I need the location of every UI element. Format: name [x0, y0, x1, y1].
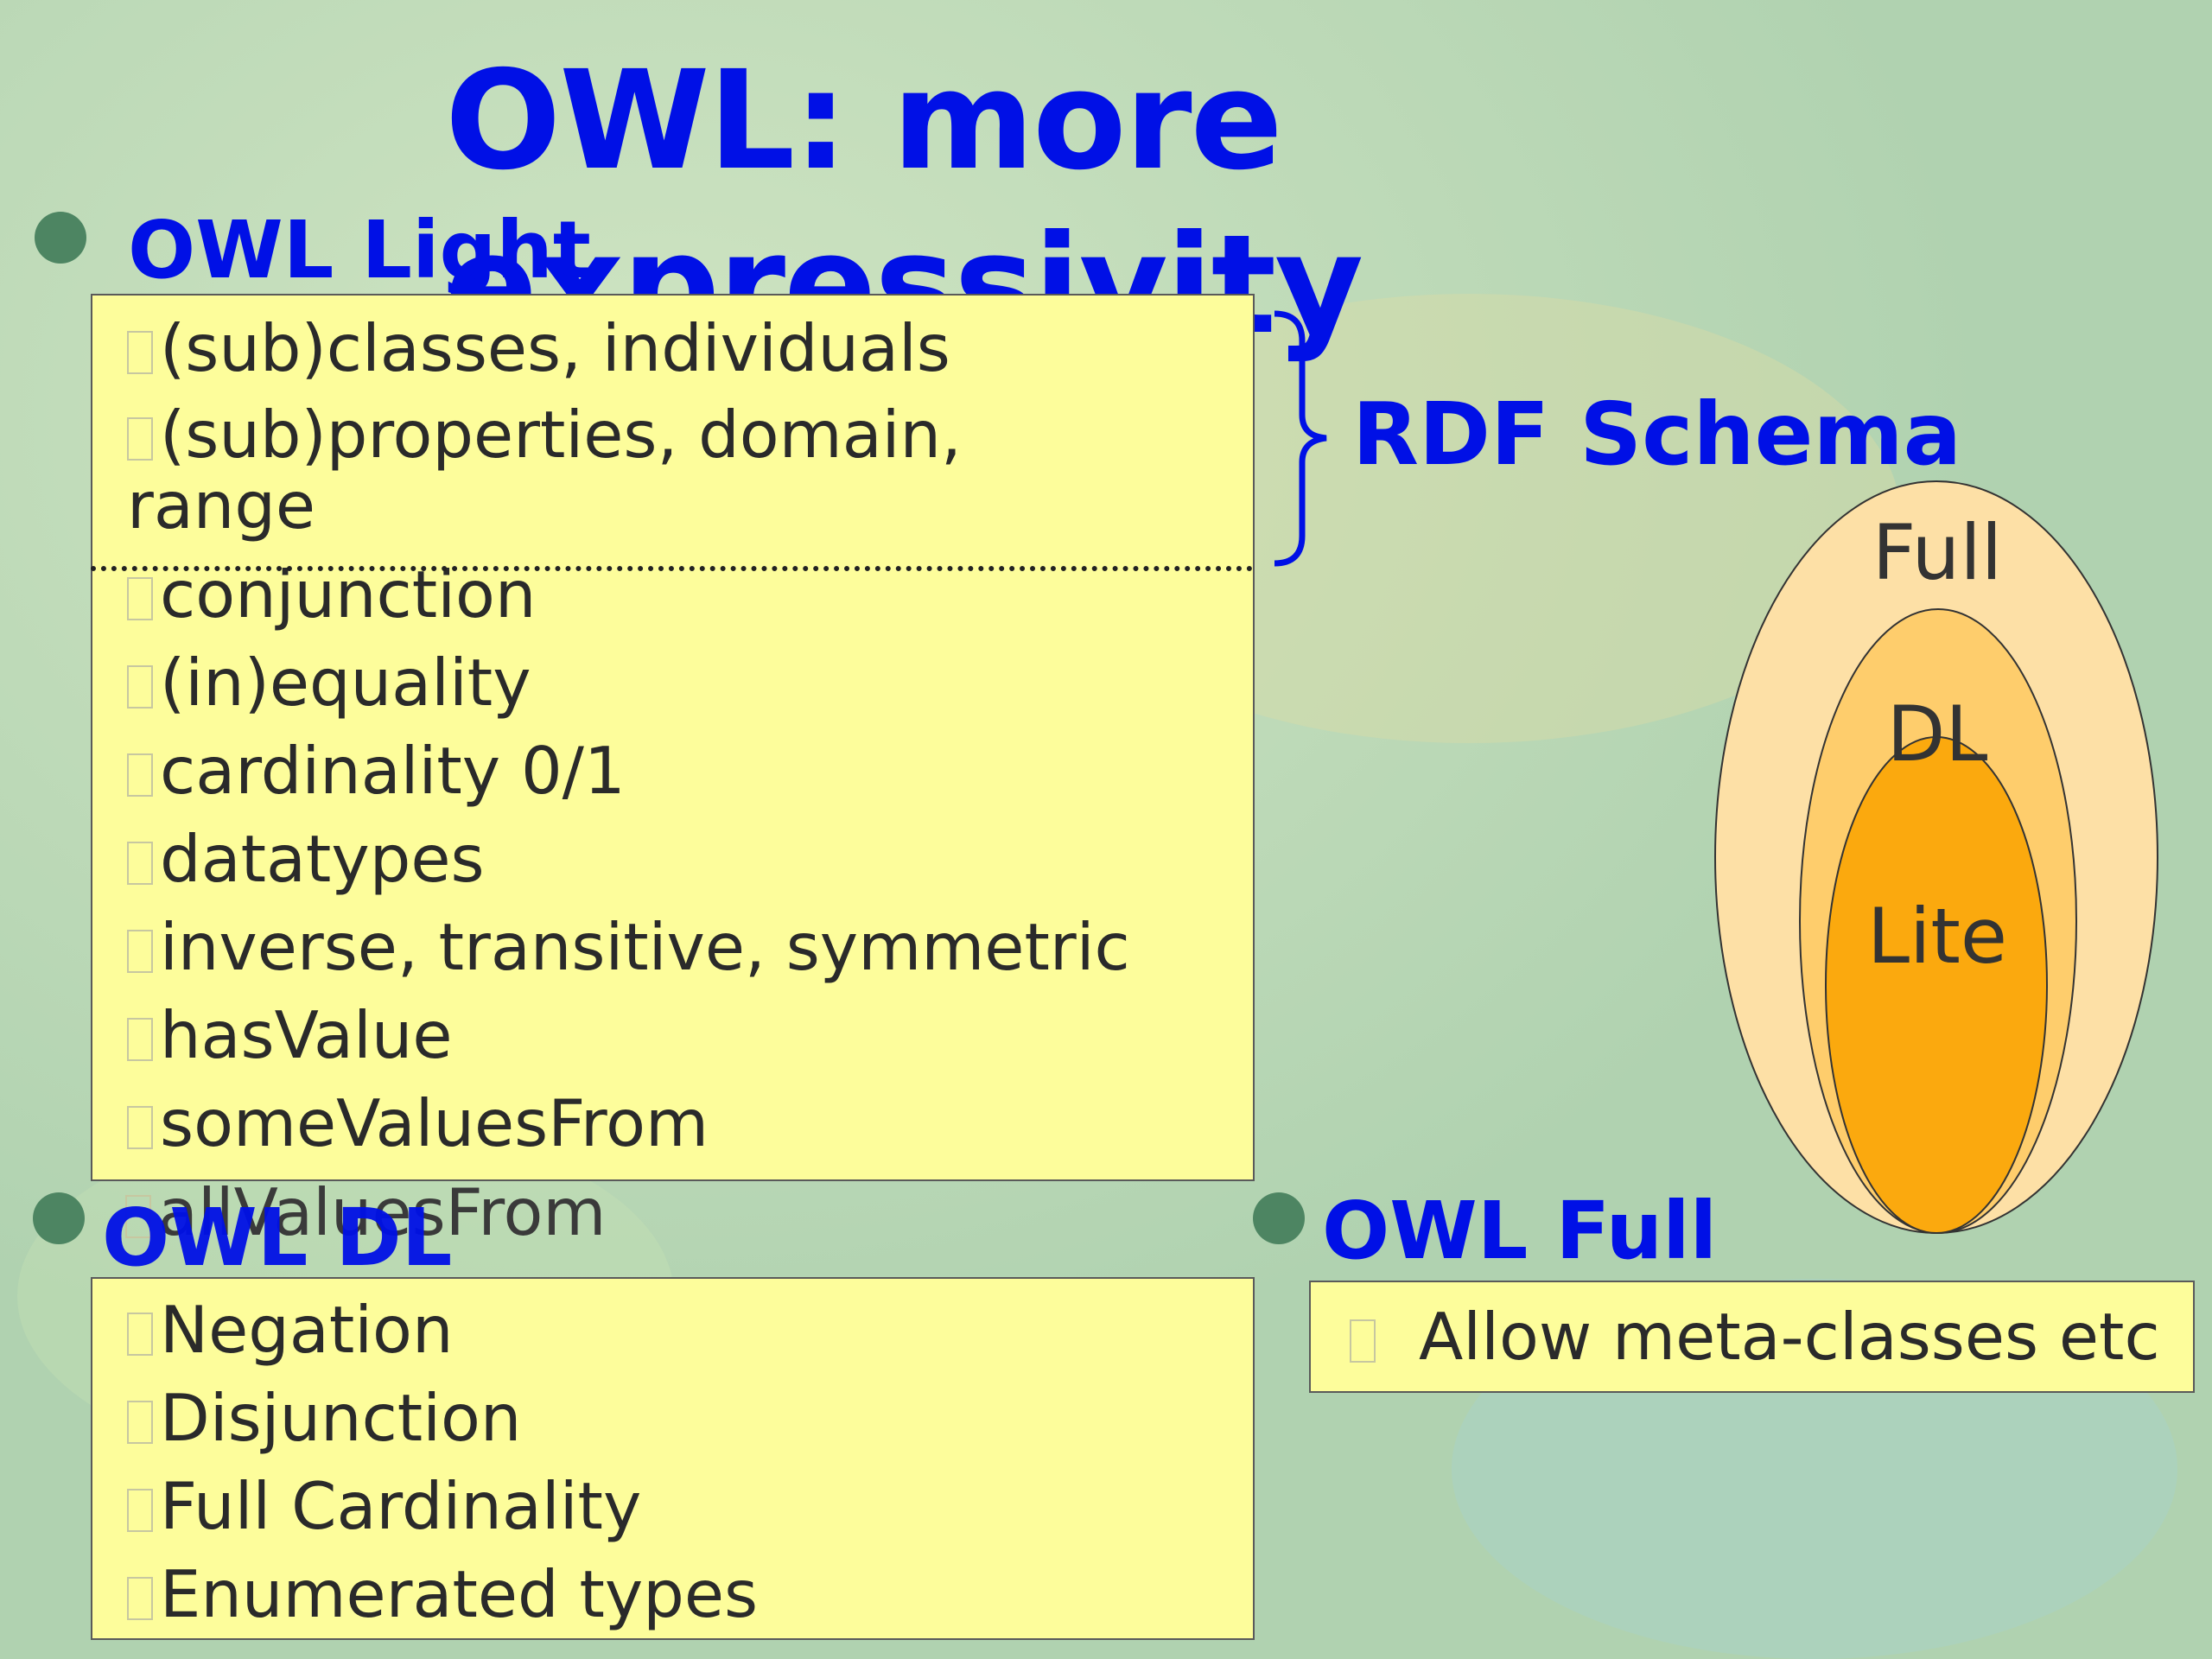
bullet-glyph-icon	[127, 1401, 153, 1444]
list-item: Disjunction	[127, 1374, 521, 1462]
bullet-glyph-icon	[127, 1018, 153, 1061]
bullet-glyph-icon	[127, 577, 153, 620]
bullet-glyph-icon	[127, 842, 153, 885]
bullet-glyph-icon	[127, 417, 153, 461]
list-item: (in)equality	[127, 639, 531, 727]
bullet-glyph-icon	[127, 1489, 153, 1532]
list-item: someValuesFrom	[127, 1079, 709, 1167]
list-item: (sub)properties, domain,	[127, 391, 962, 479]
owl-light-box: (sub)classes, individuals (sub)propertie…	[91, 294, 1255, 1181]
rdf-divider-line	[91, 566, 1253, 571]
bullet-glyph-icon	[127, 665, 153, 709]
expressivity-ellipses	[1714, 480, 2158, 1234]
owl-full-box: Allow meta-classes etc	[1309, 1281, 2195, 1393]
bullet-glyph-icon	[127, 753, 153, 797]
bullet-glyph-icon	[127, 331, 153, 374]
list-item: range	[127, 467, 316, 543]
lite-ellipse	[1825, 736, 2048, 1234]
bullet-glyph-icon	[1350, 1319, 1376, 1363]
list-item: conjunction	[127, 550, 536, 639]
heading-owl-dl: OWL DL	[102, 1192, 453, 1284]
owl-dl-box: Negation Disjunction Full Cardinality En…	[91, 1277, 1255, 1640]
list-item: inverse, transitive, symmetric	[127, 903, 1130, 991]
bullet-owl-dl	[33, 1192, 85, 1244]
list-item: Allow meta-classes etc	[1350, 1293, 2160, 1381]
list-item-overflow: allValuesFrom	[125, 1168, 606, 1256]
ellipse-label-lite: Lite	[1866, 892, 2008, 981]
bullet-owl-light	[35, 212, 86, 264]
ellipse-label-dl: DL	[1886, 690, 1988, 779]
list-item: Negation	[127, 1286, 453, 1374]
list-item: (sub)classes, individuals	[127, 304, 950, 392]
bullet-glyph-icon	[127, 930, 153, 973]
heading-owl-full: OWL Full	[1322, 1185, 1718, 1277]
bullet-glyph-icon	[127, 1106, 153, 1149]
list-item: datatypes	[127, 815, 485, 903]
brace-icon	[1274, 310, 1327, 567]
list-item: Enumerated types	[127, 1550, 758, 1638]
heading-owl-light: OWL Light	[128, 204, 591, 296]
bullet-glyph-icon	[127, 1577, 153, 1620]
list-item: Full Cardinality	[127, 1462, 641, 1550]
ellipse-label-full: Full	[1872, 508, 2003, 597]
list-item: hasValue	[127, 991, 453, 1079]
bullet-owl-full	[1253, 1192, 1305, 1244]
bullet-glyph-icon	[127, 1313, 153, 1356]
rdf-schema-label: RDF Schema	[1352, 384, 1962, 485]
list-item: cardinality 0/1	[127, 727, 626, 815]
bullet-glyph-icon	[125, 1195, 151, 1238]
